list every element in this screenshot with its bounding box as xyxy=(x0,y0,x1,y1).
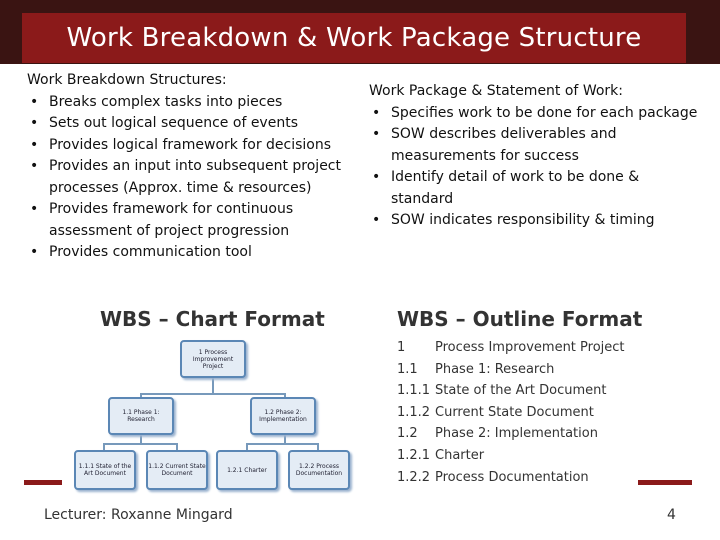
list-item: •Sets out logical sequence of events xyxy=(30,115,298,131)
leaf-node: 1.2.2 Process Documentation xyxy=(288,450,350,490)
wp-bullet-list: •Specifies work to be done for each pack… xyxy=(369,103,699,232)
leaf-node: 1.2.1 Charter xyxy=(216,450,278,490)
connector-line xyxy=(103,443,177,445)
connector-line xyxy=(284,432,286,444)
leaf-node: 1.1.1 State of the Art Document xyxy=(74,450,136,490)
connector-line xyxy=(140,432,142,444)
root-node: 1 Process Improvement Project xyxy=(180,340,246,378)
list-item: •SOW indicates responsibility & timing xyxy=(372,212,655,228)
chart-format-title: WBS – Chart Format xyxy=(100,307,325,331)
connector-line xyxy=(317,443,319,453)
connector-line xyxy=(140,393,285,395)
footer-accent-right xyxy=(638,480,692,485)
wbs-heading: Work Breakdown Structures: xyxy=(27,72,227,88)
lecturer-footer: Lecturer: Roxanne Mingard xyxy=(44,507,233,523)
list-item: •SOW describes deliverables and measurem… xyxy=(372,126,617,164)
list-item: •Identify detail of work to be done & st… xyxy=(372,169,640,207)
list-item: •Provides framework for continuous asses… xyxy=(30,201,294,239)
wbs-bullet-list: •Breaks complex tasks into pieces •Sets … xyxy=(27,92,357,264)
connector-line xyxy=(246,443,318,445)
connector-line xyxy=(246,443,248,453)
slide-title: Work Breakdown & Work Package Structure xyxy=(66,23,642,53)
list-item: •Provides communication tool xyxy=(30,244,252,260)
title-bar: Work Breakdown & Work Package Structure xyxy=(22,13,686,63)
wbs-text-column: Work Breakdown Structures: •Breaks compl… xyxy=(27,70,357,264)
connector-line xyxy=(176,443,178,453)
wp-heading: Work Package & Statement of Work: xyxy=(369,83,623,99)
phase2-node: 1.2 Phase 2: Implementation xyxy=(250,397,316,435)
page-number: 4 xyxy=(667,507,676,523)
wp-text-column: Work Package & Statement of Work: •Speci… xyxy=(369,81,699,232)
footer-accent-left xyxy=(24,480,62,485)
connector-line xyxy=(103,443,105,453)
leaf-node: 1.1.2 Current State Document xyxy=(146,450,208,490)
list-item: •Provides logical framework for decision… xyxy=(30,136,332,153)
phase1-node: 1.1 Phase 1: Research xyxy=(108,397,174,435)
connector-line xyxy=(212,376,214,394)
list-item: •Specifies work to be done for each pack… xyxy=(372,104,698,121)
outline-format-title: WBS – Outline Format xyxy=(397,307,643,331)
list-item: •Provides an input into subsequent proje… xyxy=(30,158,341,196)
list-item: •Breaks complex tasks into pieces xyxy=(30,93,283,110)
